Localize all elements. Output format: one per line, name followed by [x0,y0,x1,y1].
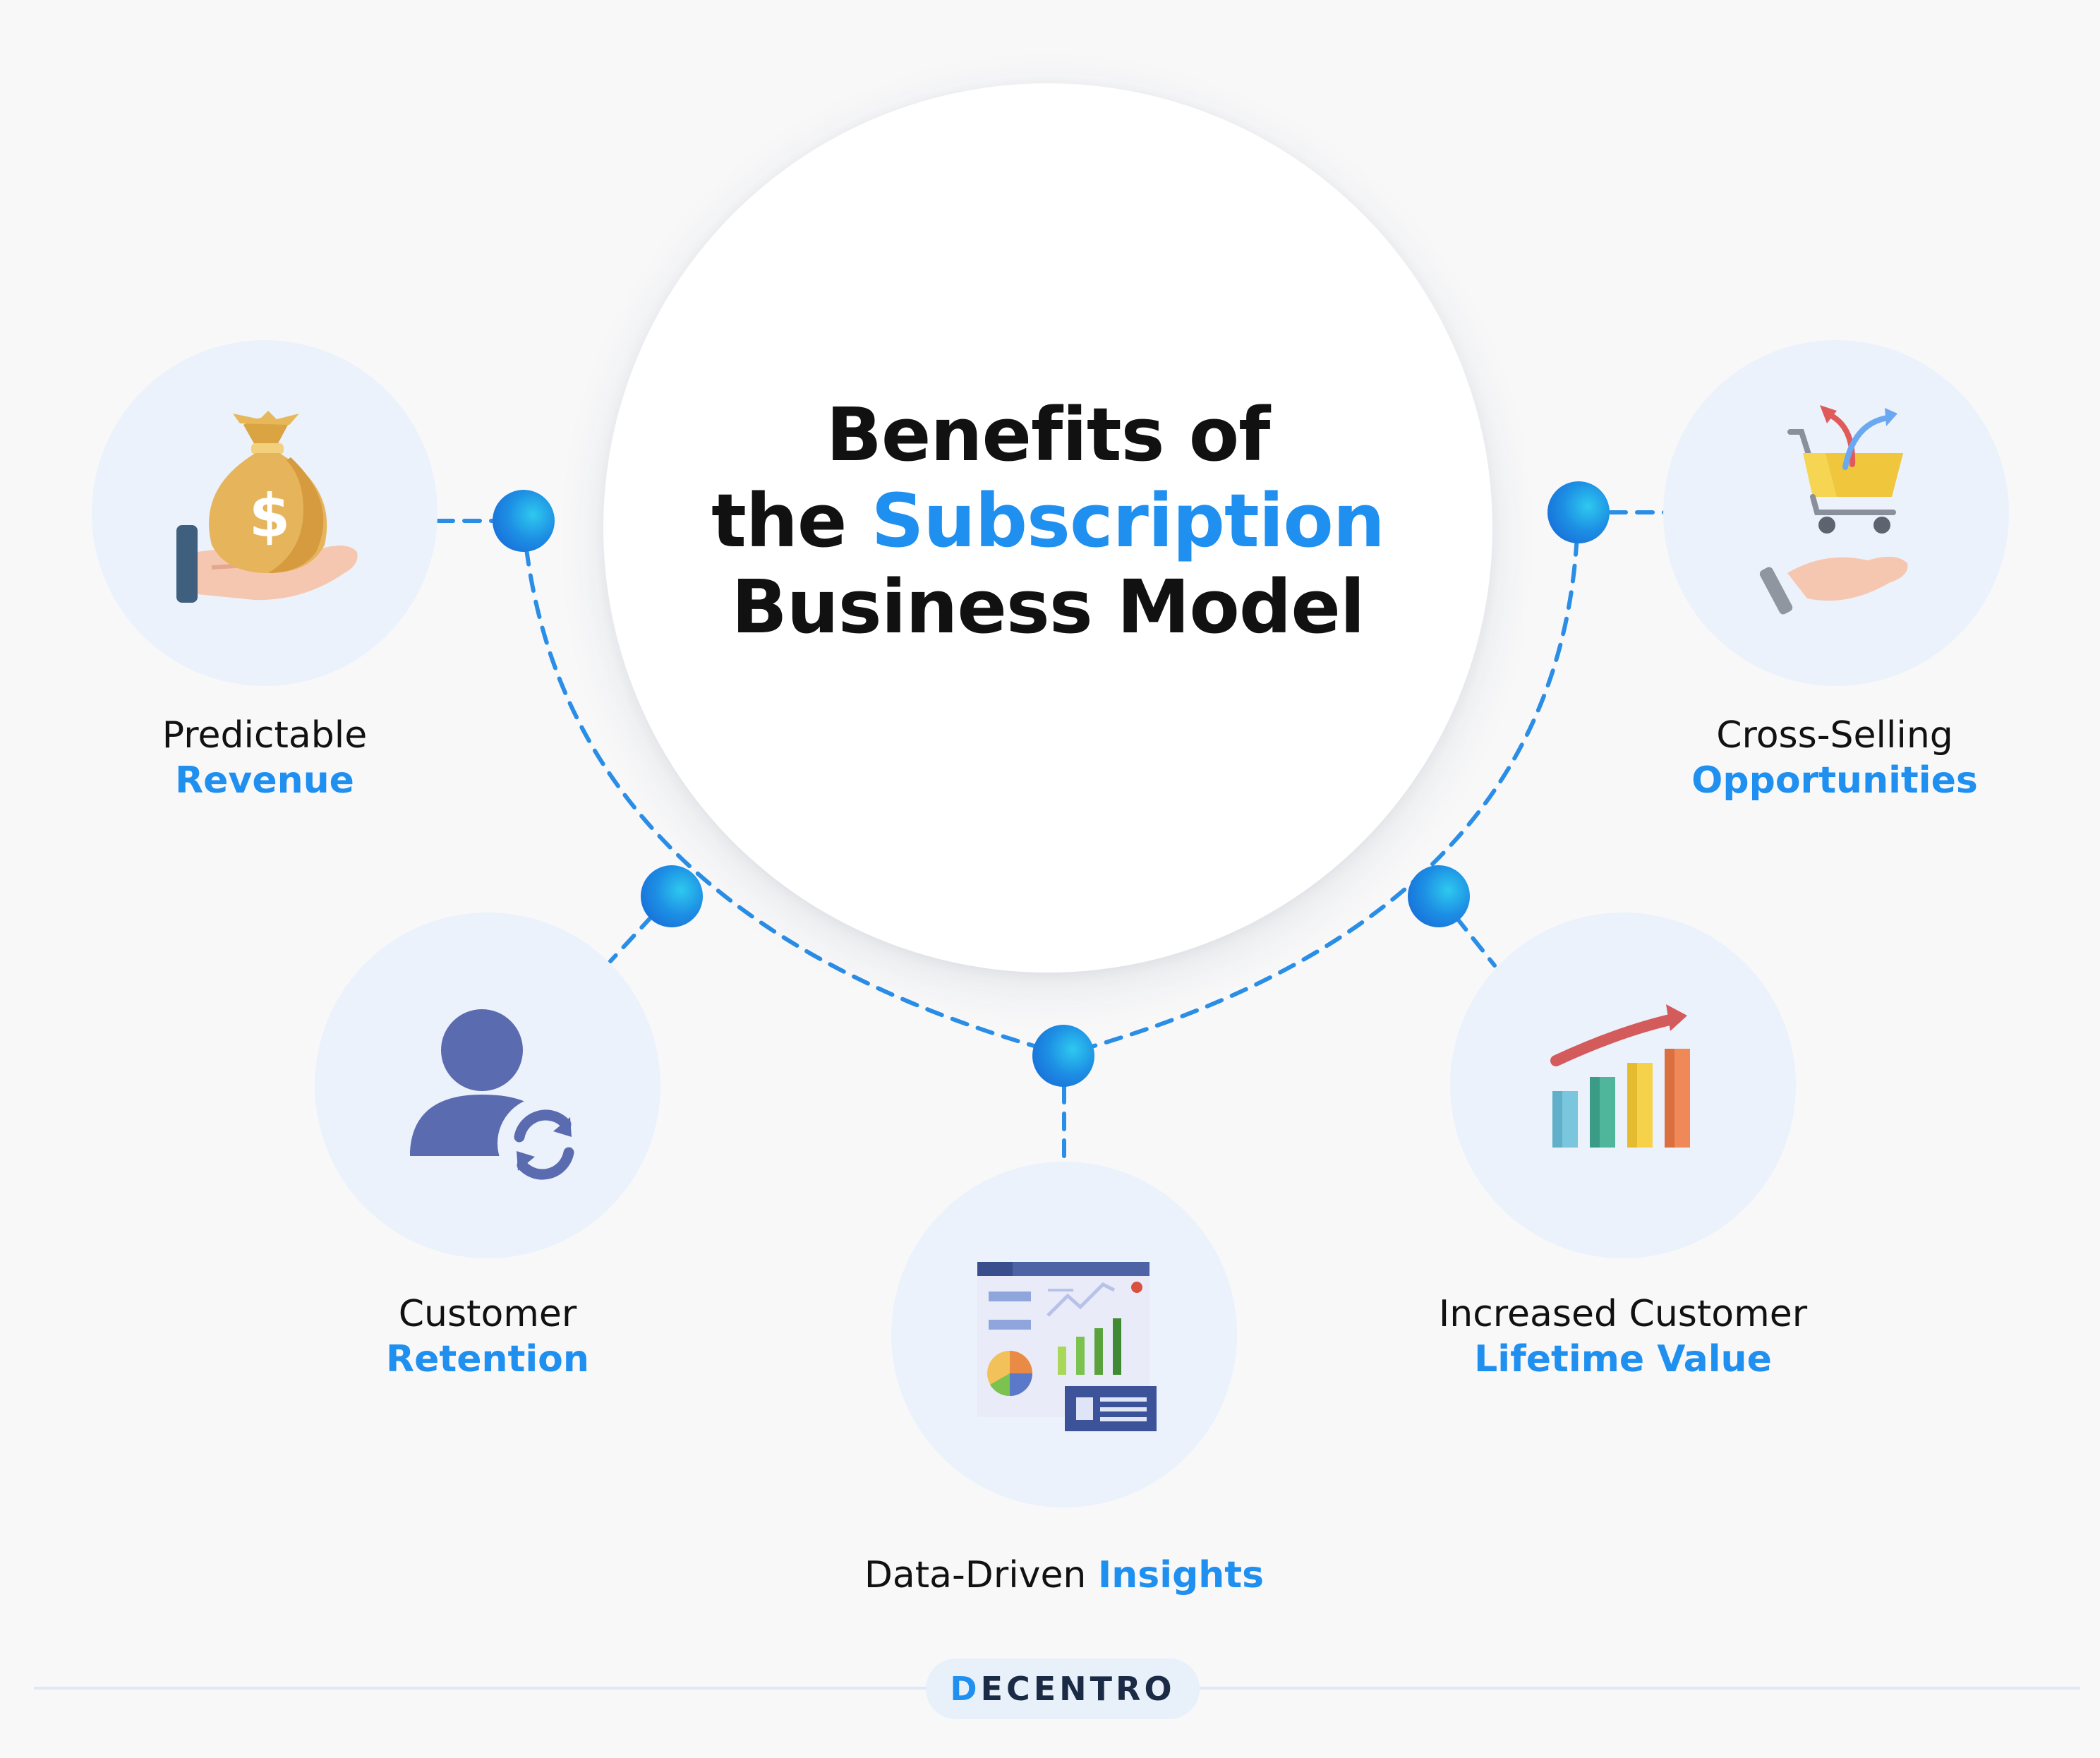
bubble-predictable-revenue: $ [92,340,438,686]
label-revenue-line2: Revenue [175,759,354,802]
label-retention-line2: Retention [386,1338,589,1380]
label-cross-selling: Cross-Selling Opportunities [1658,713,2011,803]
analytics-dashboard-icon [977,1262,1157,1431]
node-retention [641,865,703,927]
node-insights [1032,1025,1094,1087]
label-customer-retention: Customer Retention [315,1292,660,1382]
label-revenue-line1: Predictable [162,714,368,757]
node-cross-selling [1547,481,1610,543]
node-lifetime [1408,865,1470,927]
label-data-driven-insights: Data-Driven Insights [782,1553,1346,1598]
title-line-2: the Subscription [603,478,1492,564]
label-lifetime-line1: Increased Customer [1438,1293,1808,1335]
label-retention-line1: Customer [398,1293,577,1335]
label-predictable-revenue: Predictable Revenue [88,713,441,803]
bubble-lifetime-value [1450,913,1796,1258]
center-circle [603,83,1492,973]
brand-logo: DECENTRO [926,1658,1200,1719]
bubble-data-driven-insights [891,1162,1237,1507]
label-insights-line2: Insights [1097,1554,1265,1596]
bubble-customer-retention [315,913,660,1258]
title-line-3: Business Model [731,564,1365,650]
bubble-cross-selling [1663,340,2009,686]
svg-text:$: $ [249,481,290,550]
growth-bar-chart-icon [1550,1004,1690,1148]
node-revenue [493,490,555,552]
brand-name-rest: ECENTRO [980,1670,1176,1708]
title-line-2-pre: the [711,478,871,564]
cart-hand-arrows-icon [1759,405,1908,615]
label-insights-line1: Data-Driven [864,1554,1098,1596]
title-line-1: Benefits of [826,392,1271,478]
page-title: Benefits of the Subscription Business Mo… [603,392,1492,650]
label-lifetime-line2: Lifetime Value [1474,1338,1772,1380]
money-bag-hand-icon: $ [176,411,358,603]
brand-letter-d: D [950,1670,981,1708]
label-cross-selling-line2: Opportunities [1691,759,1978,802]
label-cross-selling-line1: Cross-Selling [1716,714,1953,757]
title-accent: Subscription [871,478,1385,564]
user-refresh-icon [410,1009,591,1190]
label-lifetime-value: Increased Customer Lifetime Value [1341,1292,1905,1382]
